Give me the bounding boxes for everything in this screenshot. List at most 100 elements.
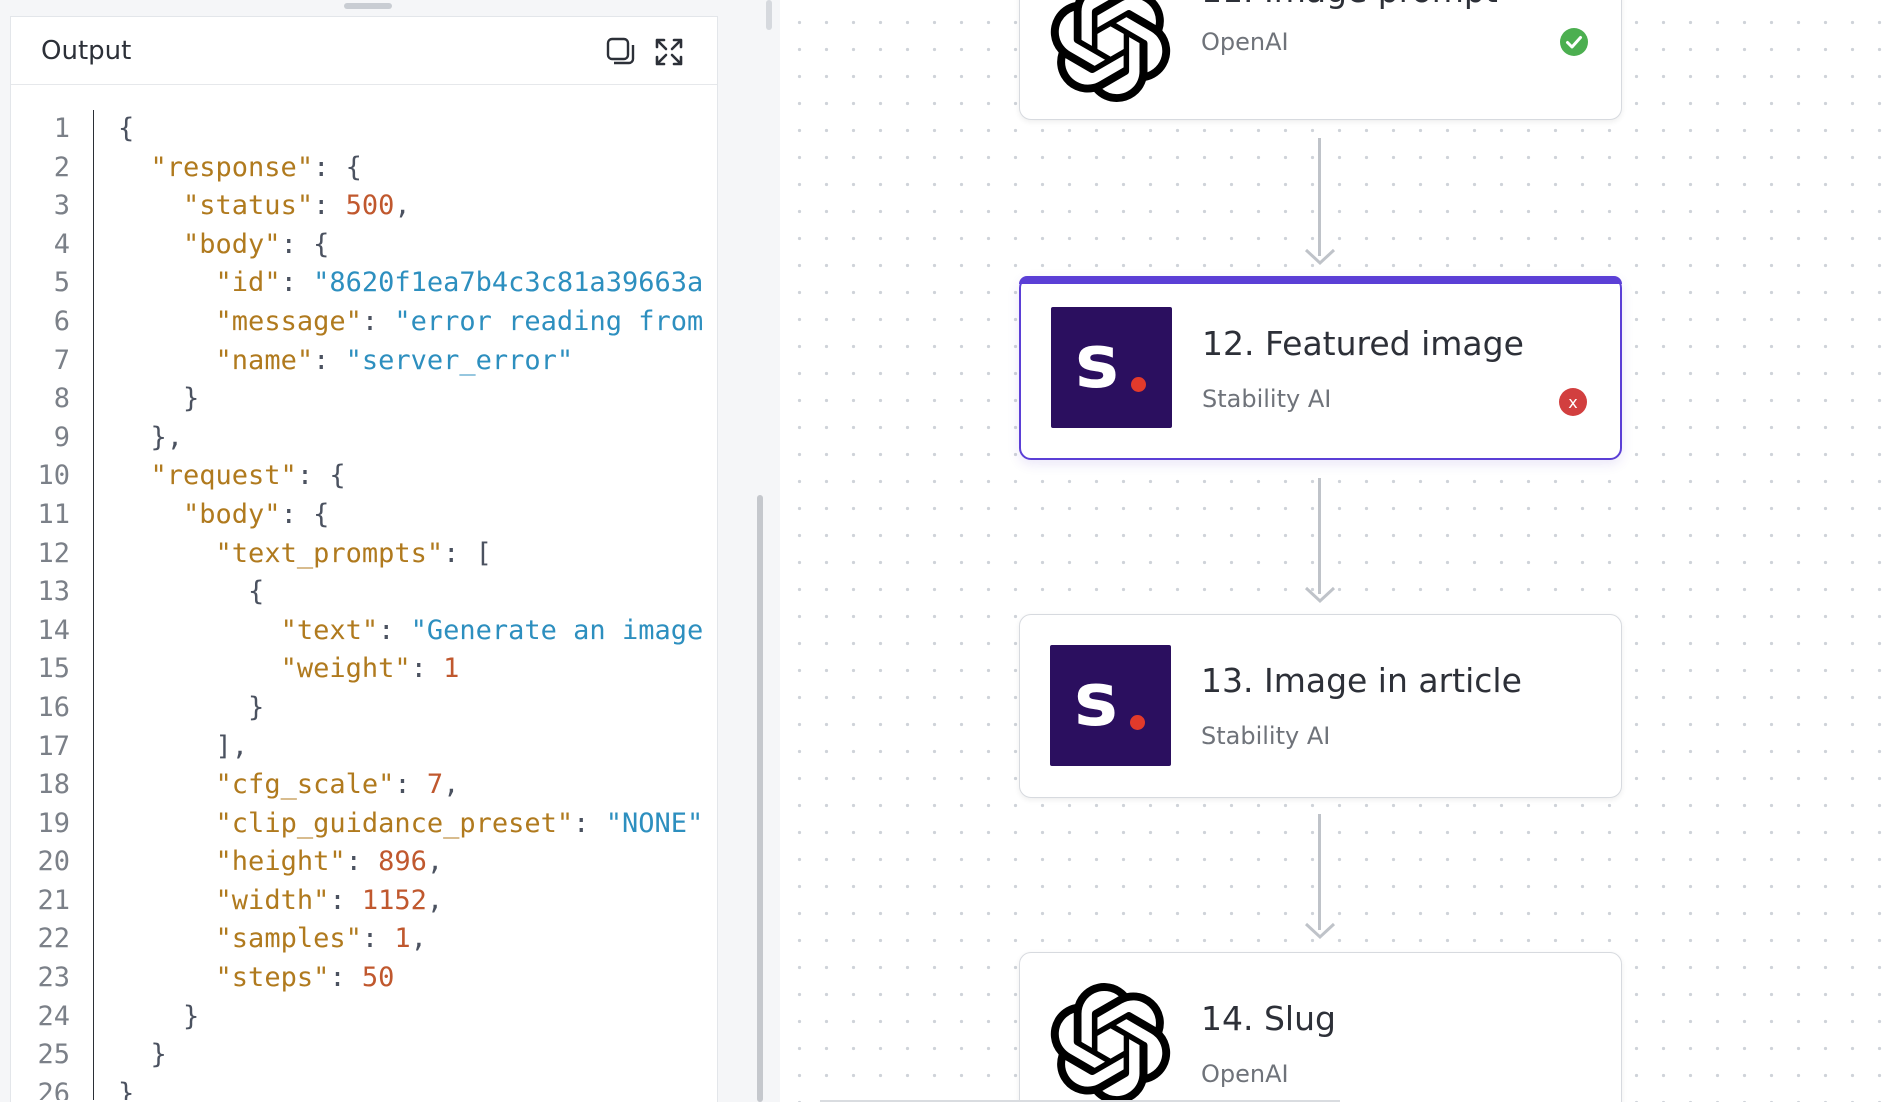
step-title: 12. Featured image xyxy=(1202,324,1524,363)
arrow-down-icon xyxy=(1304,922,1336,940)
success-check-icon xyxy=(1559,27,1589,57)
code-text: } xyxy=(118,380,199,419)
code-line: 8 } xyxy=(0,380,706,419)
json-punct: : [ xyxy=(443,537,492,569)
copy-icon[interactable] xyxy=(605,36,637,68)
connector-line xyxy=(1318,814,1321,930)
line-number: 22 xyxy=(37,923,70,955)
step-title: 11. Image prompt xyxy=(1201,0,1498,10)
json-number: 1152 xyxy=(361,884,427,916)
step-card-13[interactable]: s 13. Image in article Stability AI xyxy=(1019,614,1622,798)
json-punct xyxy=(118,923,216,954)
step-app: OpenAI xyxy=(1201,28,1289,56)
json-key: "message" xyxy=(215,305,362,337)
code-text: }, xyxy=(118,419,184,458)
json-key: "response" xyxy=(150,151,314,183)
code-line: 2 "response": { xyxy=(0,149,706,188)
json-key: "body" xyxy=(183,228,281,260)
json-punct xyxy=(118,808,216,839)
code-line: 10 "request": { xyxy=(0,457,706,496)
code-line: 22 "samples": 1, xyxy=(0,920,706,959)
json-key: "id" xyxy=(215,267,281,299)
stability-logo-dot xyxy=(1130,715,1145,730)
json-punct: : xyxy=(313,344,346,376)
json-key: "request" xyxy=(150,460,297,492)
code-line: 26} xyxy=(0,1075,706,1100)
code-line: 9 }, xyxy=(0,419,706,458)
code-line: 20 "height": 896, xyxy=(0,843,706,882)
line-number: 10 xyxy=(37,460,70,492)
line-number: 18 xyxy=(37,769,70,801)
selected-indicator-bar xyxy=(1019,276,1622,284)
panel-scrollbar-top[interactable] xyxy=(766,0,772,30)
stability-logo-icon: s xyxy=(1050,645,1171,766)
connector-line xyxy=(1318,138,1321,256)
line-number: 15 xyxy=(37,653,70,685)
step-card-12[interactable]: s 12. Featured image Stability AI x xyxy=(1019,276,1622,460)
code-text: "samples": 1, xyxy=(118,920,427,959)
json-key: "clip_guidance_preset" xyxy=(215,807,574,839)
json-key: "height" xyxy=(215,846,346,878)
line-number: 1 xyxy=(53,113,70,144)
json-punct xyxy=(118,267,216,298)
step-title: 13. Image in article xyxy=(1201,661,1522,700)
json-punct xyxy=(118,885,216,916)
code-text: "response": { xyxy=(118,149,362,188)
panel-drag-handle[interactable] xyxy=(344,3,392,9)
code-line: 11 "body": { xyxy=(0,496,706,535)
stability-logo-letter: s xyxy=(1074,657,1119,743)
json-punct: : { xyxy=(313,151,362,183)
json-key: "status" xyxy=(183,190,314,222)
openai-logo-icon xyxy=(1050,983,1171,1102)
json-punct xyxy=(118,769,216,800)
json-punct xyxy=(118,538,216,569)
code-line: 18 "cfg_scale": 7, xyxy=(0,766,706,805)
json-punct: : xyxy=(280,267,314,299)
stability-logo-dot xyxy=(1131,377,1146,392)
step-app: Stability AI xyxy=(1202,385,1332,413)
json-key: "steps" xyxy=(215,962,330,994)
step-card-11[interactable]: 11. Image prompt OpenAI xyxy=(1019,0,1622,120)
json-punct: { xyxy=(118,113,135,144)
json-punct xyxy=(118,499,183,530)
json-punct: { xyxy=(118,576,265,608)
code-line: 12 "text_prompts": [ xyxy=(0,535,706,574)
json-punct: : xyxy=(361,305,395,337)
error-x-label: x xyxy=(1568,393,1577,412)
json-punct: : { xyxy=(280,498,330,530)
line-number: 11 xyxy=(37,498,70,530)
json-punct: : xyxy=(329,884,362,916)
line-number: 24 xyxy=(37,1000,70,1032)
line-number: 6 xyxy=(53,305,70,337)
code-text: "height": 896, xyxy=(118,843,444,882)
line-number: 4 xyxy=(53,228,70,260)
step-card-14[interactable]: 14. Slug OpenAI xyxy=(1019,952,1622,1102)
json-punct: : xyxy=(329,962,362,994)
json-punct: : xyxy=(345,846,379,878)
json-punct: } xyxy=(118,1077,135,1100)
code-line: 5 "id": "8620f1ea7b4c3c81a39663a xyxy=(0,264,706,303)
json-punct xyxy=(118,846,216,877)
json-punct: , xyxy=(426,884,444,916)
code-gutter-divider xyxy=(93,110,94,1100)
json-punct: ], xyxy=(118,730,249,762)
json-code-view[interactable]: 1{2 "response": {3 "status": 500,4 "body… xyxy=(0,110,706,1100)
workflow-canvas[interactable]: 11. Image prompt OpenAI s 12. Featured i… xyxy=(780,0,1902,1102)
json-string: "server_error" xyxy=(345,344,574,376)
expand-icon[interactable] xyxy=(653,36,685,68)
json-string: "error reading from xyxy=(394,305,704,337)
json-string: "NONE" xyxy=(605,807,704,839)
json-number: 896 xyxy=(378,846,427,878)
code-text: "steps": 50 xyxy=(118,959,395,998)
json-punct: : xyxy=(313,190,346,222)
json-punct: } xyxy=(118,1039,167,1071)
code-scrollbar[interactable] xyxy=(757,495,763,1102)
line-number: 25 xyxy=(37,1039,70,1071)
canvas-bottom-divider xyxy=(820,1100,1340,1102)
json-punct xyxy=(118,152,151,183)
json-key: "text_prompts" xyxy=(215,537,444,569)
json-punct: : { xyxy=(296,460,346,492)
json-punct xyxy=(118,653,281,684)
json-punct: }, xyxy=(118,421,184,453)
